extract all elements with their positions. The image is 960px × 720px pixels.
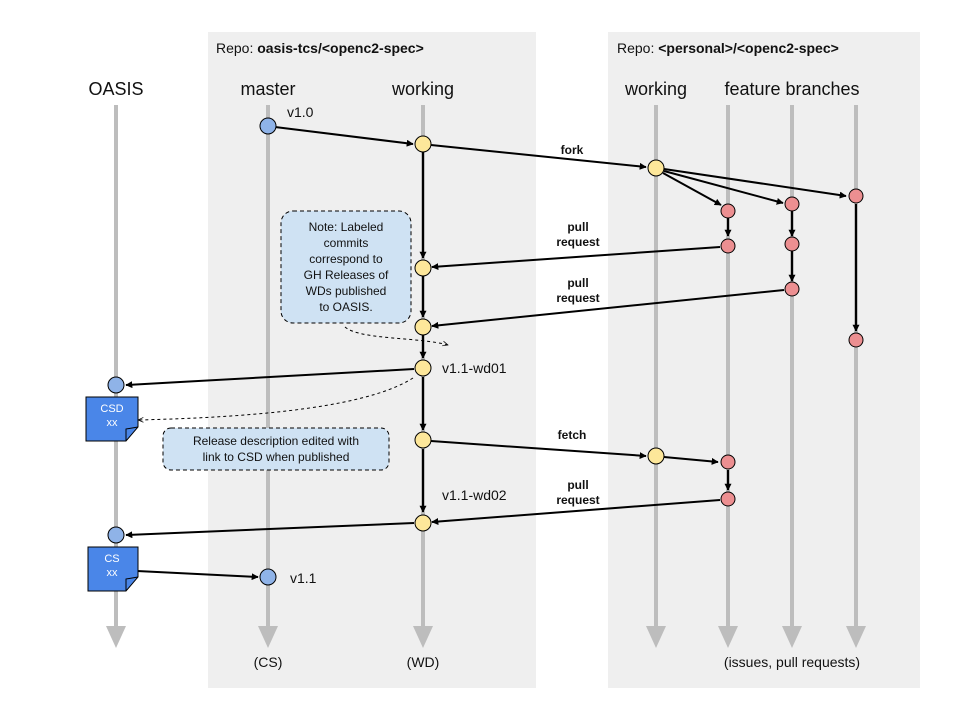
personal-repo-panel [608, 32, 920, 688]
commit-working-wd02 [414, 514, 432, 532]
arrows [125, 126, 860, 581]
commit-oasis-1 [107, 376, 125, 394]
label-pull-request-1b: request [556, 235, 599, 249]
lane-header-working: working [391, 79, 454, 99]
commit-personal-working-2 [647, 447, 665, 465]
label-pull-request-2b: request [556, 291, 599, 305]
note-release-description: Release description edited with link to … [162, 427, 390, 471]
commit-working-wd01 [414, 359, 432, 377]
arrow-fetch [430, 440, 647, 460]
label-pull-request-3a: pull [567, 478, 588, 492]
commit-working-3 [414, 318, 432, 336]
commit-master-v11 [259, 568, 277, 586]
footer-master: (CS) [254, 654, 283, 670]
lane-personal-working [646, 105, 666, 648]
note-labeled-line-4: GH Releases of [304, 268, 389, 282]
lane-header-personal-working: working [624, 79, 687, 99]
lane-feature-1 [718, 105, 738, 648]
note-connector-labeled [344, 326, 448, 345]
label-pull-request-2a: pull [567, 276, 588, 290]
lane-header-oasis: OASIS [88, 79, 143, 99]
note-labeled-commits: Note: Labeled commits correspond to GH R… [280, 210, 412, 324]
arrow-fetch-to-f1 [663, 456, 719, 465]
label-fork: fork [561, 143, 584, 157]
arrow-fork-to-f1 [662, 172, 722, 206]
footer-working: (WD) [407, 654, 440, 670]
commit-feature-1a [720, 203, 736, 219]
commit-oasis-2 [107, 526, 125, 544]
arrow-pull-request-3 [431, 499, 721, 526]
commit-personal-working-1 [647, 159, 665, 177]
note-release-line-1: Release description edited with [193, 434, 359, 448]
doc-csd-sublabel: xx [107, 417, 119, 429]
commit-feature-3a [848, 188, 864, 204]
commit-feature-2c [784, 281, 800, 297]
lane-header-master: master [240, 79, 295, 99]
note-labeled-line-6: to OASIS. [319, 300, 372, 314]
label-pull-request-1a: pull [567, 220, 588, 234]
arrow-cs-to-master [136, 570, 259, 581]
commit-feature-1c [720, 454, 736, 470]
note-labeled-line-2: commits [324, 236, 369, 250]
doc-csd: CSD xx [85, 396, 139, 442]
arrow-fork-to-f2 [663, 170, 784, 205]
arrow-v10-to-working [274, 126, 414, 147]
note-labeled-line-5: WDs published [306, 284, 387, 298]
commit-working-4 [414, 431, 432, 449]
arrow-wd01-to-oasis [125, 368, 415, 389]
doc-csd-label: CSD [100, 403, 123, 415]
commit-feature-1b [720, 238, 736, 254]
upstream-repo-title: Repo: oasis-tcs/<openc2-spec> [216, 40, 424, 56]
commit-feature-1d [720, 491, 736, 507]
lane-header-feature-branches: feature branches [724, 79, 859, 99]
note-connector-release [138, 377, 414, 420]
commits [107, 117, 864, 586]
note-labeled-line-1: Note: Labeled [309, 220, 384, 234]
commit-feature-2a [784, 196, 800, 212]
commit-master-v10 [259, 117, 277, 135]
tag-wd02: v1.1-wd02 [442, 487, 507, 503]
arrow-pull-request-2 [431, 289, 785, 329]
doc-cs-sublabel: xx [107, 567, 119, 579]
note-labeled-line-3: correspond to [309, 252, 383, 266]
tag-v11: v1.1 [290, 570, 317, 586]
arrow-pull-request-1 [431, 246, 721, 271]
arrow-labels: fork pull request pull request fetch pul… [556, 143, 599, 507]
commit-working-2 [414, 259, 432, 277]
tag-v10: v1.0 [287, 104, 314, 120]
doc-cs-label: CS [104, 553, 119, 565]
lane-feature-2 [782, 105, 802, 648]
commit-feature-2b [784, 236, 800, 252]
personal-repo-title: Repo: <personal>/<openc2-spec> [617, 40, 839, 56]
commit-feature-3b [848, 332, 864, 348]
footer-feature: (issues, pull requests) [724, 654, 860, 670]
arrow-wd02-to-oasis [125, 522, 415, 539]
note-release-line-2: link to CSD when published [203, 450, 350, 464]
label-pull-request-3b: request [556, 493, 599, 507]
tag-wd01: v1.1-wd01 [442, 360, 507, 376]
commit-working-1 [414, 135, 432, 153]
lane-master [258, 105, 278, 648]
arrow-fork [430, 144, 647, 170]
doc-cs: CS xx [87, 546, 139, 592]
arrow-fork-to-f3 [663, 168, 847, 199]
label-fetch: fetch [558, 428, 587, 442]
